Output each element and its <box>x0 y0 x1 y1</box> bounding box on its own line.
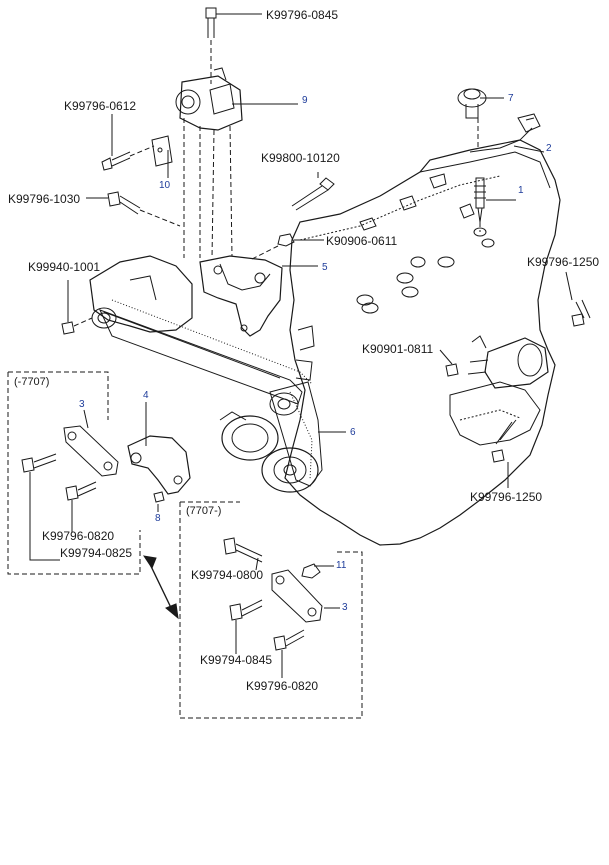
part-label-k99796-1030: K99796-1030 <box>8 192 81 206</box>
part-label-k99796-1250-right: K99796-1250 <box>527 255 600 269</box>
part-label-k99796-0845-top: K99796-0845 <box>266 8 339 22</box>
small-bracket <box>151 135 173 167</box>
part-label-k90906-0611: K90906-0611 <box>326 234 398 248</box>
fasteners <box>61 7 591 512</box>
item-number-5: 5 <box>322 262 328 273</box>
part-label-k99794-0825: K99794-0825 <box>60 546 133 560</box>
item-number-3-left: 3 <box>79 399 85 410</box>
item-number-6: 6 <box>350 427 356 438</box>
item-number-3-right: 3 <box>342 602 348 613</box>
bolt-8 <box>153 491 165 503</box>
wire-harness <box>469 113 541 153</box>
part-label-k99794-0845: K99794-0845 <box>200 653 273 667</box>
part-label-k99796-1250-bottom: K99796-1250 <box>470 490 543 504</box>
assembly-guides <box>183 118 481 259</box>
part-label-k99796-0820-left: K99796-0820 <box>42 529 115 543</box>
double-arrow <box>142 555 179 620</box>
box-label-post-7707: (7707-) <box>186 505 222 517</box>
leader-lines <box>29 97 545 678</box>
item-number-1: 1 <box>518 185 524 196</box>
relief-valve <box>457 88 487 119</box>
item-number-9: 9 <box>302 95 308 106</box>
item-number-2: 2 <box>546 143 552 154</box>
part-label-k99794-0800: K99794-0800 <box>191 568 264 582</box>
control-unit <box>175 67 243 131</box>
pulley-group <box>219 392 319 493</box>
item-number-11: 11 <box>336 560 347 571</box>
box-label-pre-7707: (-7707) <box>14 376 50 388</box>
engine-mount-bracket <box>199 255 283 337</box>
part-label-k99796-0612: K99796-0612 <box>64 99 137 113</box>
glow-plug <box>474 177 486 223</box>
drive-belts <box>99 299 323 487</box>
item-number-10: 10 <box>159 180 171 191</box>
tensioner-bracket <box>127 435 191 495</box>
part-label-k99940-1001: K99940-1001 <box>28 260 101 274</box>
item-number-7: 7 <box>508 93 514 104</box>
engine-block <box>284 139 561 546</box>
item-number-8: 8 <box>155 513 161 524</box>
part-label-k99800-10120: K99800-10120 <box>261 151 340 165</box>
part-label-k90901-0811: K90901-0811 <box>362 342 434 356</box>
left-variant-box <box>7 371 141 575</box>
item-number-4: 4 <box>143 390 149 401</box>
part-label-k99796-0820-right: K99796-0820 <box>246 679 319 693</box>
starter-motor <box>467 335 549 389</box>
